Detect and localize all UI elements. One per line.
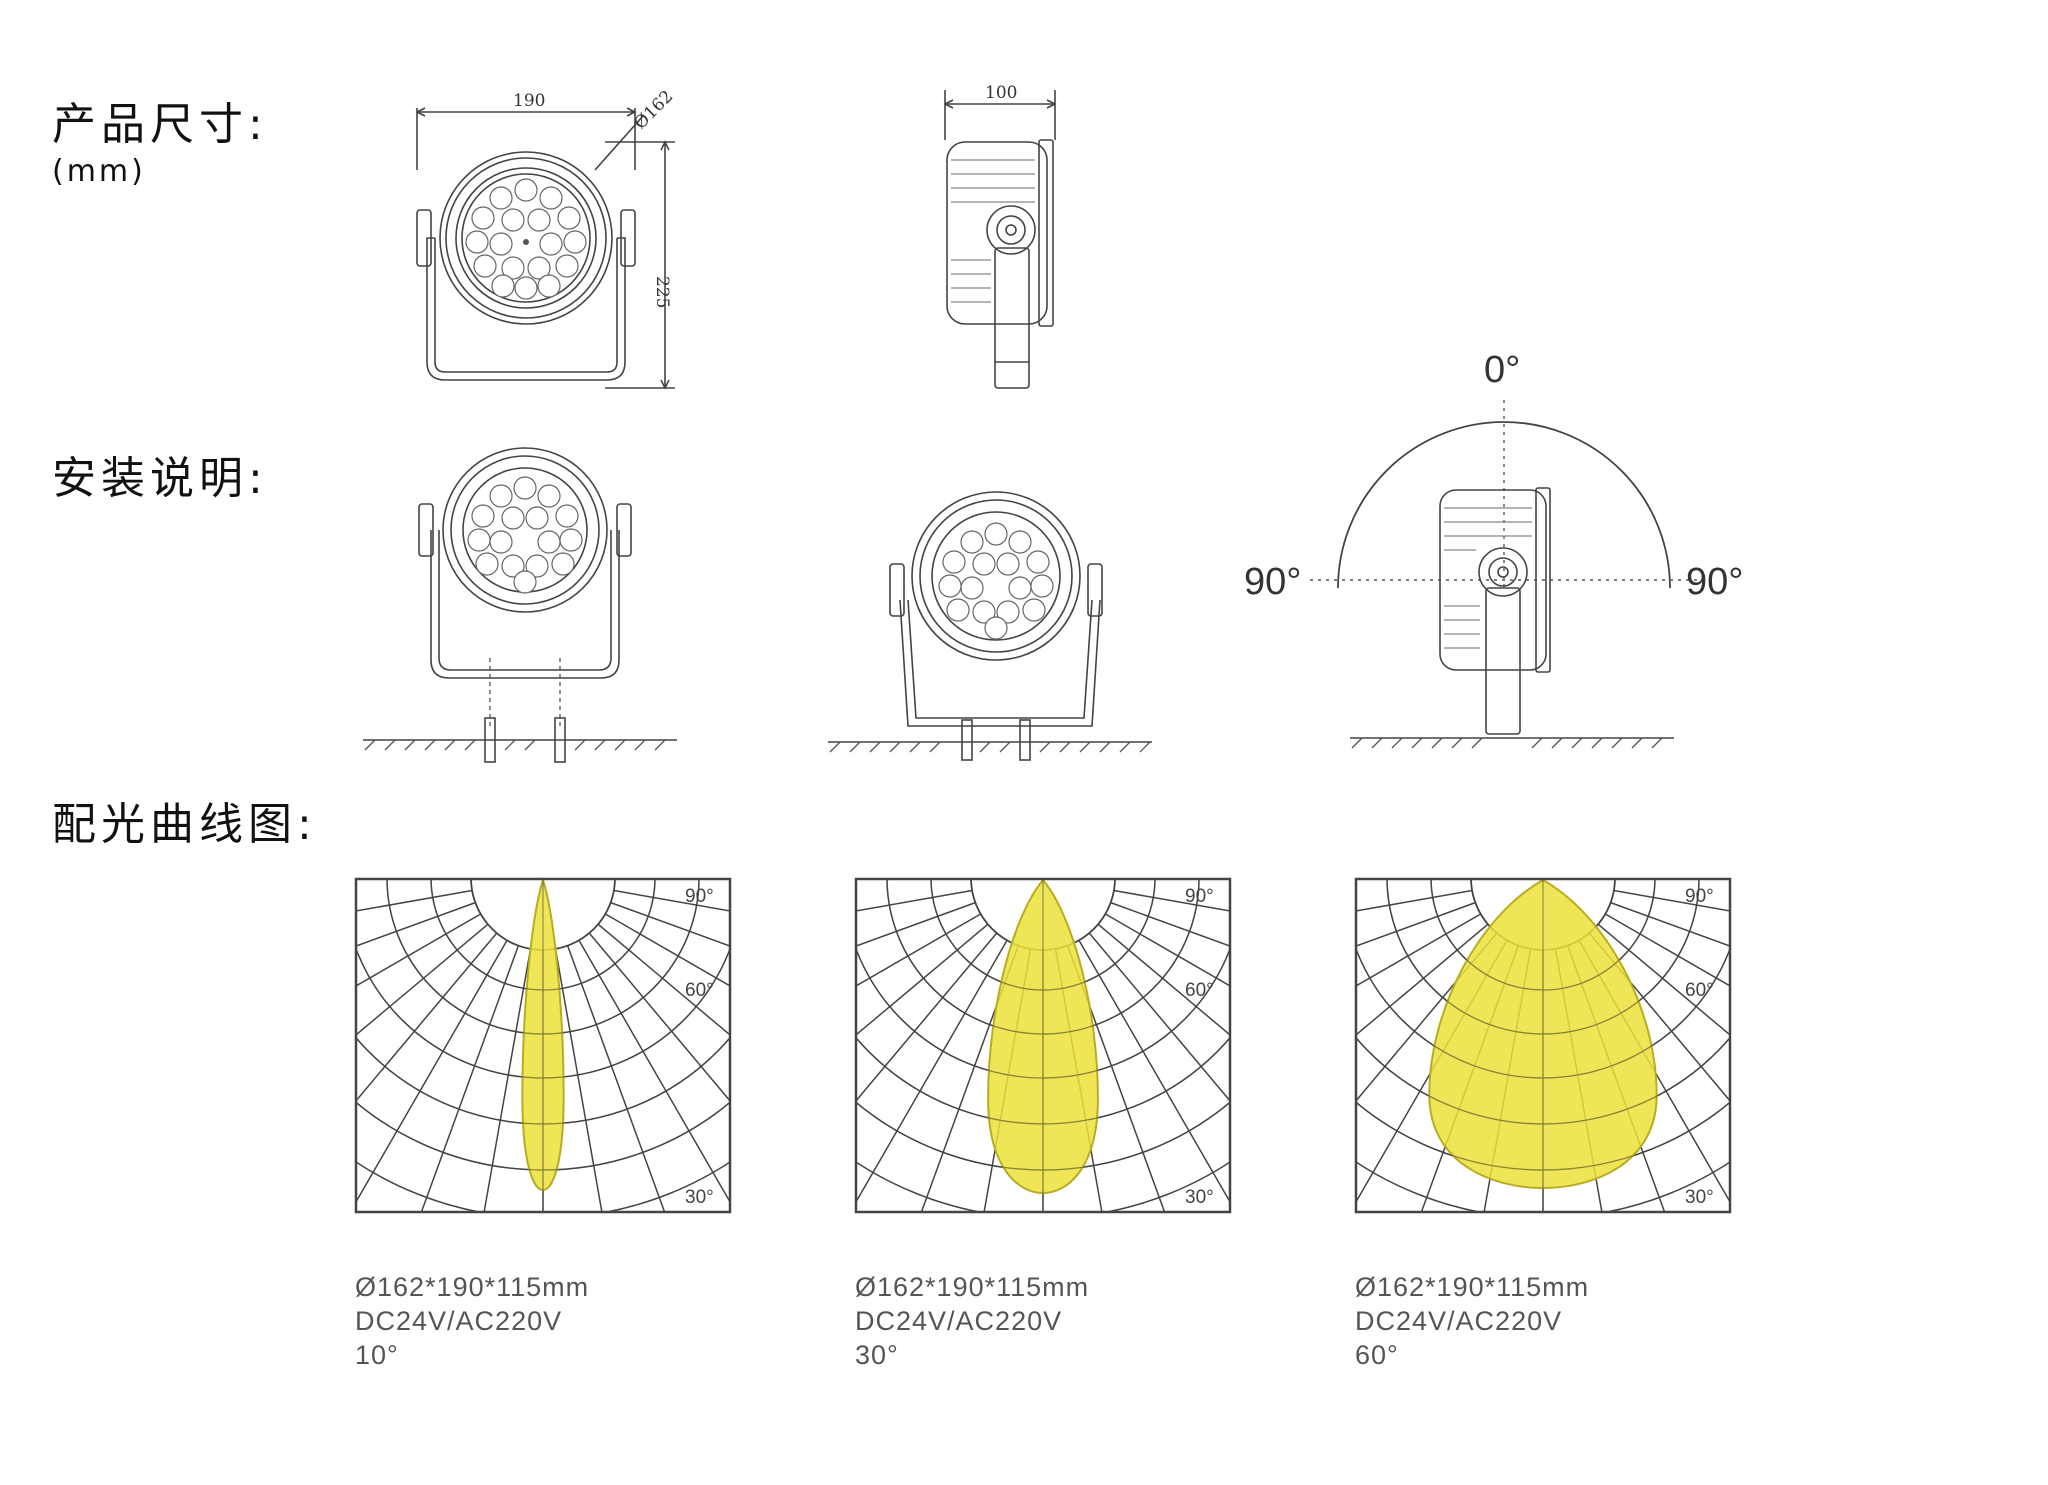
polar-spoke bbox=[1104, 913, 1231, 988]
spec-beam-angle: 10° bbox=[355, 1340, 399, 1370]
polar-spoke bbox=[1066, 945, 1166, 1213]
polar-spoke bbox=[1355, 923, 1489, 1037]
polar-spoke bbox=[597, 923, 731, 1037]
chart-frame bbox=[354, 877, 732, 1214]
polar-spoke bbox=[1088, 932, 1231, 1104]
spec-block-10: Ø162*190*115mm DC24V/AC220V 10° bbox=[355, 1270, 589, 1372]
polar-spoke bbox=[355, 923, 489, 1037]
polar-spoke bbox=[1110, 901, 1231, 948]
polar-spoke bbox=[355, 889, 473, 912]
spec-voltage: DC24V/AC220V bbox=[855, 1306, 1063, 1336]
polar-spoke bbox=[604, 913, 731, 988]
polar-spoke bbox=[855, 932, 998, 1104]
polar-spoke bbox=[355, 901, 476, 948]
rotation-left-angle: 90° bbox=[1244, 561, 1301, 603]
install-ground-mount-drawing bbox=[828, 491, 1152, 761]
polar-spoke bbox=[578, 939, 731, 1206]
polar-grid-overlay bbox=[1355, 878, 1731, 1213]
dimensions-unit: (mm) bbox=[52, 154, 146, 189]
polar-spoke bbox=[1604, 913, 1731, 988]
polar-spoke bbox=[855, 939, 1008, 1206]
chart-frame bbox=[1354, 877, 1732, 1214]
polar-spoke bbox=[1597, 923, 1731, 1037]
polar-spoke bbox=[855, 923, 989, 1037]
polar-spoke bbox=[1613, 889, 1731, 912]
polar-spoke bbox=[1097, 923, 1231, 1037]
tick-label-60: 60° bbox=[1185, 980, 1214, 1001]
polar-grid-overlay bbox=[855, 878, 1231, 1213]
polar-spoke bbox=[1355, 889, 1473, 912]
light-curve-chart-30: 90° 60° 30° bbox=[854, 877, 1232, 1214]
spec-block-30: Ø162*190*115mm DC24V/AC220V 30° bbox=[855, 1270, 1089, 1372]
diameter-dimension-label: Ø162 bbox=[630, 87, 677, 134]
polar-spoke bbox=[1078, 939, 1231, 1206]
tick-label-90: 90° bbox=[685, 886, 714, 907]
polar-spoke bbox=[920, 945, 1020, 1213]
polar-spoke bbox=[855, 913, 982, 988]
polar-spoke bbox=[1355, 913, 1482, 988]
polar-spoke bbox=[855, 901, 976, 948]
polar-spoke bbox=[588, 932, 731, 1104]
polar-spoke bbox=[355, 939, 508, 1206]
tick-label-90: 90° bbox=[1685, 886, 1714, 907]
tick-label-30: 30° bbox=[685, 1187, 714, 1208]
spec-voltage: DC24V/AC220V bbox=[355, 1306, 563, 1336]
rotation-top-angle: 0° bbox=[1484, 349, 1520, 391]
chart-frame bbox=[854, 877, 1232, 1214]
tick-label-60: 60° bbox=[685, 980, 714, 1001]
polar-spoke bbox=[1610, 901, 1731, 948]
spec-size: Ø162*190*115mm bbox=[855, 1272, 1090, 1302]
polar-spoke bbox=[554, 948, 603, 1213]
spec-voltage: DC24V/AC220V bbox=[1355, 1306, 1563, 1336]
polar-spoke bbox=[355, 913, 482, 988]
spec-size: Ø162*190*115mm bbox=[1355, 1272, 1590, 1302]
spec-beam-angle: 30° bbox=[855, 1340, 899, 1370]
tick-label-30: 30° bbox=[1685, 1187, 1714, 1208]
spec-size: Ø162*190*115mm bbox=[355, 1272, 590, 1302]
installation-title: 安装说明: bbox=[52, 453, 268, 504]
tick-label-60: 60° bbox=[1685, 980, 1714, 1001]
polar-spoke bbox=[355, 932, 498, 1104]
polar-spoke bbox=[420, 945, 520, 1213]
polar-spoke bbox=[483, 948, 532, 1213]
width-dimension-label: 190 bbox=[513, 91, 545, 111]
front-view-drawing: 190 Ø162 225 bbox=[415, 87, 677, 390]
polar-spoke bbox=[613, 889, 731, 912]
tick-label-30: 30° bbox=[1185, 1187, 1214, 1208]
tick-label-90: 90° bbox=[1185, 886, 1214, 907]
spec-block-60: Ø162*190*115mm DC24V/AC220V 60° bbox=[1355, 1270, 1589, 1372]
light-curve-chart-10: 90° 60° 30° bbox=[354, 876, 732, 1214]
rotation-right-angle: 90° bbox=[1686, 561, 1743, 603]
polar-spoke bbox=[610, 901, 731, 948]
polar-grid-overlay bbox=[355, 878, 731, 1213]
light-curve-chart-60: 90° 60° 30° bbox=[1354, 877, 1732, 1214]
polar-spoke bbox=[566, 945, 666, 1213]
spec-beam-angle: 60° bbox=[1355, 1340, 1399, 1370]
depth-dimension-label: 100 bbox=[985, 83, 1017, 103]
polar-spoke bbox=[1588, 932, 1731, 1104]
side-view-drawing: 100 bbox=[943, 83, 1057, 389]
polar-spoke bbox=[1113, 889, 1231, 912]
install-ground-bracket-drawing bbox=[363, 447, 677, 763]
rotation-range-drawing: 0° 90° 90° bbox=[1244, 349, 1743, 749]
height-dimension-label: 225 bbox=[652, 276, 672, 308]
polar-spoke bbox=[1355, 901, 1476, 948]
polar-spoke bbox=[855, 889, 973, 912]
light-curve-title: 配光曲线图: bbox=[52, 799, 317, 850]
polar-spoke bbox=[1355, 932, 1498, 1104]
dimensions-title: 产品尺寸: bbox=[52, 99, 268, 150]
